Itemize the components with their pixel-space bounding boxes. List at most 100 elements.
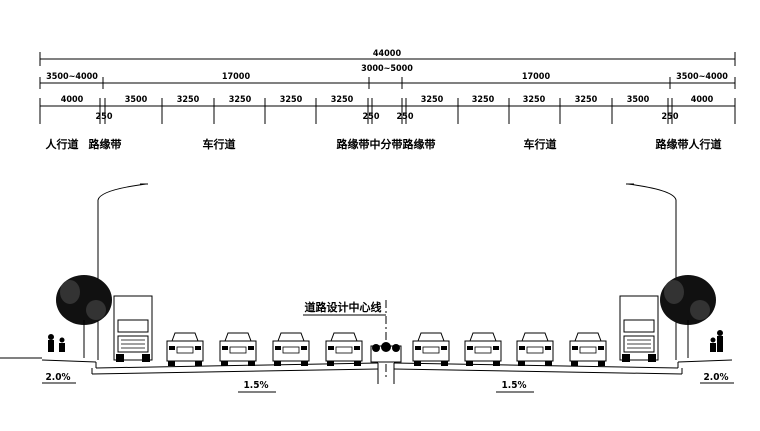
car-headlight bbox=[222, 346, 228, 350]
car-roof bbox=[417, 332, 445, 342]
truck-wheel bbox=[116, 354, 124, 362]
label-left-sidewalk: 人行道 bbox=[46, 137, 79, 151]
car-roof bbox=[224, 332, 252, 342]
car-headlight bbox=[493, 346, 499, 350]
label-right-sidewalk: 人行道 bbox=[689, 137, 722, 151]
car-roof bbox=[574, 332, 602, 342]
dim-left-green-a: 250 bbox=[96, 112, 113, 122]
person bbox=[710, 343, 716, 352]
person bbox=[59, 343, 65, 352]
car bbox=[166, 332, 204, 366]
car-wheel bbox=[571, 361, 578, 366]
truck-wheel bbox=[622, 354, 630, 362]
tree-crown bbox=[60, 280, 80, 304]
left-road-surface bbox=[95, 362, 379, 369]
light-arm bbox=[627, 183, 677, 201]
car-headlight bbox=[545, 346, 551, 350]
car-grille bbox=[229, 346, 247, 354]
truck-right bbox=[619, 295, 659, 362]
median-shrubs bbox=[370, 342, 402, 363]
centerline-label: 道路设计中心线 bbox=[305, 300, 382, 314]
car-headlight bbox=[275, 346, 281, 350]
pedestrians-right bbox=[710, 330, 723, 352]
dim-left-sidewalk: 4000 bbox=[61, 95, 84, 105]
car bbox=[325, 332, 363, 366]
person bbox=[59, 337, 65, 343]
label-right-green: 路缘带 bbox=[656, 137, 689, 151]
dim-lane: 3250 bbox=[523, 95, 546, 105]
dim-left-carriageway: 17000 bbox=[222, 72, 251, 82]
car-grille bbox=[176, 346, 194, 354]
car-headlight bbox=[598, 346, 604, 350]
car-wheel bbox=[301, 361, 308, 366]
car-headlight bbox=[441, 346, 447, 350]
truck-wheel bbox=[142, 354, 150, 362]
slope-right-road: 1.5% bbox=[502, 380, 527, 391]
car-headlight bbox=[328, 346, 334, 350]
slope-right-sidewalk: 2.0% bbox=[704, 372, 729, 383]
car-wheel bbox=[248, 361, 255, 366]
car-grille bbox=[335, 346, 353, 354]
car-headlight bbox=[354, 346, 360, 350]
car-roof bbox=[330, 332, 358, 342]
dimension-chain: 44000 3500~4000 17000 3000~5000 17000 35… bbox=[39, 49, 736, 124]
car-grille bbox=[282, 346, 300, 354]
dim-right-sidewalk: 4000 bbox=[691, 95, 714, 105]
truck-window bbox=[623, 319, 655, 333]
person bbox=[710, 337, 716, 343]
dim-lane: 3250 bbox=[575, 95, 598, 105]
tree-crown bbox=[690, 300, 710, 320]
dim-lane: 3250 bbox=[472, 95, 495, 105]
dim-lane: 3250 bbox=[229, 95, 252, 105]
dim-right-carriageway: 17000 bbox=[522, 72, 551, 82]
slope-annotations: 2.0% 1.5% 1.5% 2.0% bbox=[42, 372, 734, 393]
car-wheel bbox=[518, 361, 525, 366]
dim-median: 3000~5000 bbox=[361, 64, 413, 74]
pedestrians-left bbox=[48, 334, 65, 352]
label-median-group: 路缘带中分带路缘带 bbox=[337, 137, 436, 151]
dim-lane: 3500 bbox=[125, 95, 148, 105]
car-headlight bbox=[301, 346, 307, 350]
person bbox=[48, 334, 54, 340]
car-grille bbox=[422, 346, 440, 354]
car-headlight bbox=[169, 346, 175, 350]
car-headlight bbox=[415, 346, 421, 350]
car-wheel bbox=[545, 361, 552, 366]
car-wheel bbox=[493, 361, 500, 366]
car-wheel bbox=[195, 361, 202, 366]
dim-lane: 3500 bbox=[627, 95, 650, 105]
car-wheel bbox=[274, 361, 281, 366]
car-wheel bbox=[221, 361, 228, 366]
dim-lane: 3250 bbox=[331, 95, 354, 105]
right-sidewalk-surface bbox=[677, 359, 733, 363]
car-headlight bbox=[195, 346, 201, 350]
car-roof bbox=[277, 332, 305, 342]
car-headlight bbox=[572, 346, 578, 350]
right-road-base bbox=[393, 368, 683, 375]
label-left-green: 路缘带 bbox=[89, 137, 122, 151]
dim-right-side: 3500~4000 bbox=[676, 72, 728, 82]
tree-crown bbox=[664, 280, 684, 304]
right-road-surface bbox=[393, 362, 679, 369]
dim-median-green-left: 250 bbox=[363, 112, 380, 122]
dim-left-side: 3500~4000 bbox=[46, 72, 98, 82]
cars bbox=[166, 332, 607, 366]
car bbox=[219, 332, 257, 366]
label-left-carriageway: 车行道 bbox=[203, 137, 236, 151]
dim-lane: 3250 bbox=[280, 95, 303, 105]
car bbox=[464, 332, 502, 366]
person bbox=[48, 340, 54, 352]
car-roof bbox=[171, 332, 199, 342]
truck-wheel bbox=[648, 354, 656, 362]
row2-ticks bbox=[39, 77, 736, 89]
label-right-carriageway: 车行道 bbox=[524, 137, 557, 151]
car-roof bbox=[521, 332, 549, 342]
dim-median-green-right: 250 bbox=[397, 112, 414, 122]
car-grille bbox=[579, 346, 597, 354]
car-grille bbox=[474, 346, 492, 354]
slope-left-sidewalk: 2.0% bbox=[46, 372, 71, 383]
truck-window bbox=[117, 319, 149, 333]
car-headlight bbox=[248, 346, 254, 350]
car-grille bbox=[526, 346, 544, 354]
